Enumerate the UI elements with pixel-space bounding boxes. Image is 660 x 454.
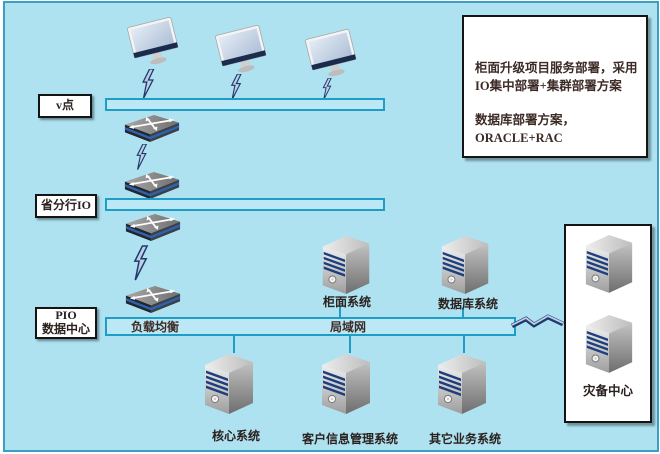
other-business-system-label: 其它业务系统 xyxy=(428,432,501,446)
network-switch-icon xyxy=(124,212,182,243)
network-switch-icon xyxy=(124,284,182,315)
lightning-link-icon xyxy=(228,74,244,101)
label-box-province-io: 省分行IO xyxy=(35,194,97,218)
core-system-label: 核心系统 xyxy=(211,429,260,443)
server-tower-icon xyxy=(201,351,257,415)
diagram-canvas: v点 省分行IO PIO 数据中心 负载均衡 局域网 柜面系统 数据库系统 核心… xyxy=(3,1,659,452)
lightning-link-icon xyxy=(134,144,149,171)
server-tower-icon xyxy=(318,233,374,295)
database-system-label: 数据库系统 xyxy=(437,297,498,311)
network-switch-icon xyxy=(123,113,181,144)
crm-system-label: 客户信息管理系统 xyxy=(301,432,398,446)
dr-center-box: 灾备中心 xyxy=(564,224,652,423)
label-box-v-point: v点 xyxy=(38,94,92,118)
monitor-icon xyxy=(126,16,182,76)
connector-line xyxy=(349,335,351,353)
connector-line xyxy=(339,306,341,318)
server-tower-icon xyxy=(582,232,636,294)
pio-label-line2: 数据中心 xyxy=(41,322,90,336)
note-paragraph-1: 柜面升级项目服务部署，采用IO集中部署+集群部署方案 xyxy=(475,61,638,94)
server-tower-icon xyxy=(582,312,636,374)
lan-label: 局域网 xyxy=(330,320,367,334)
province-io-label: 省分行IO xyxy=(40,198,91,213)
connector-line xyxy=(463,335,465,353)
annotation-note-box: 柜面升级项目服务部署，采用IO集中部署+集群部署方案 数据库部署方案，ORACL… xyxy=(462,15,648,158)
v-point-label: v点 xyxy=(55,98,74,113)
lightning-link-icon xyxy=(132,243,149,285)
connector-line xyxy=(233,335,235,353)
network-switch-icon xyxy=(123,170,181,201)
server-tower-icon xyxy=(318,351,374,415)
label-box-pio-datacenter: PIO 数据中心 xyxy=(35,307,97,339)
network-bar-province xyxy=(105,198,385,211)
dr-center-label: 灾备中心 xyxy=(582,384,633,398)
network-bar-lan: 负载均衡 局域网 xyxy=(105,317,516,336)
counter-system-label: 柜面系统 xyxy=(322,295,371,309)
network-bar-v-point xyxy=(105,98,385,111)
connector-line xyxy=(462,308,464,318)
load-balance-label: 负载均衡 xyxy=(131,320,180,334)
pio-label-line1: PIO xyxy=(55,308,77,323)
lightning-link-icon xyxy=(140,69,156,100)
server-tower-icon xyxy=(434,351,490,415)
server-tower-icon xyxy=(437,233,493,295)
note-paragraph-2: 数据库部署方案，ORACLE+RAC xyxy=(475,113,576,146)
zigzag-link-icon xyxy=(511,313,565,333)
